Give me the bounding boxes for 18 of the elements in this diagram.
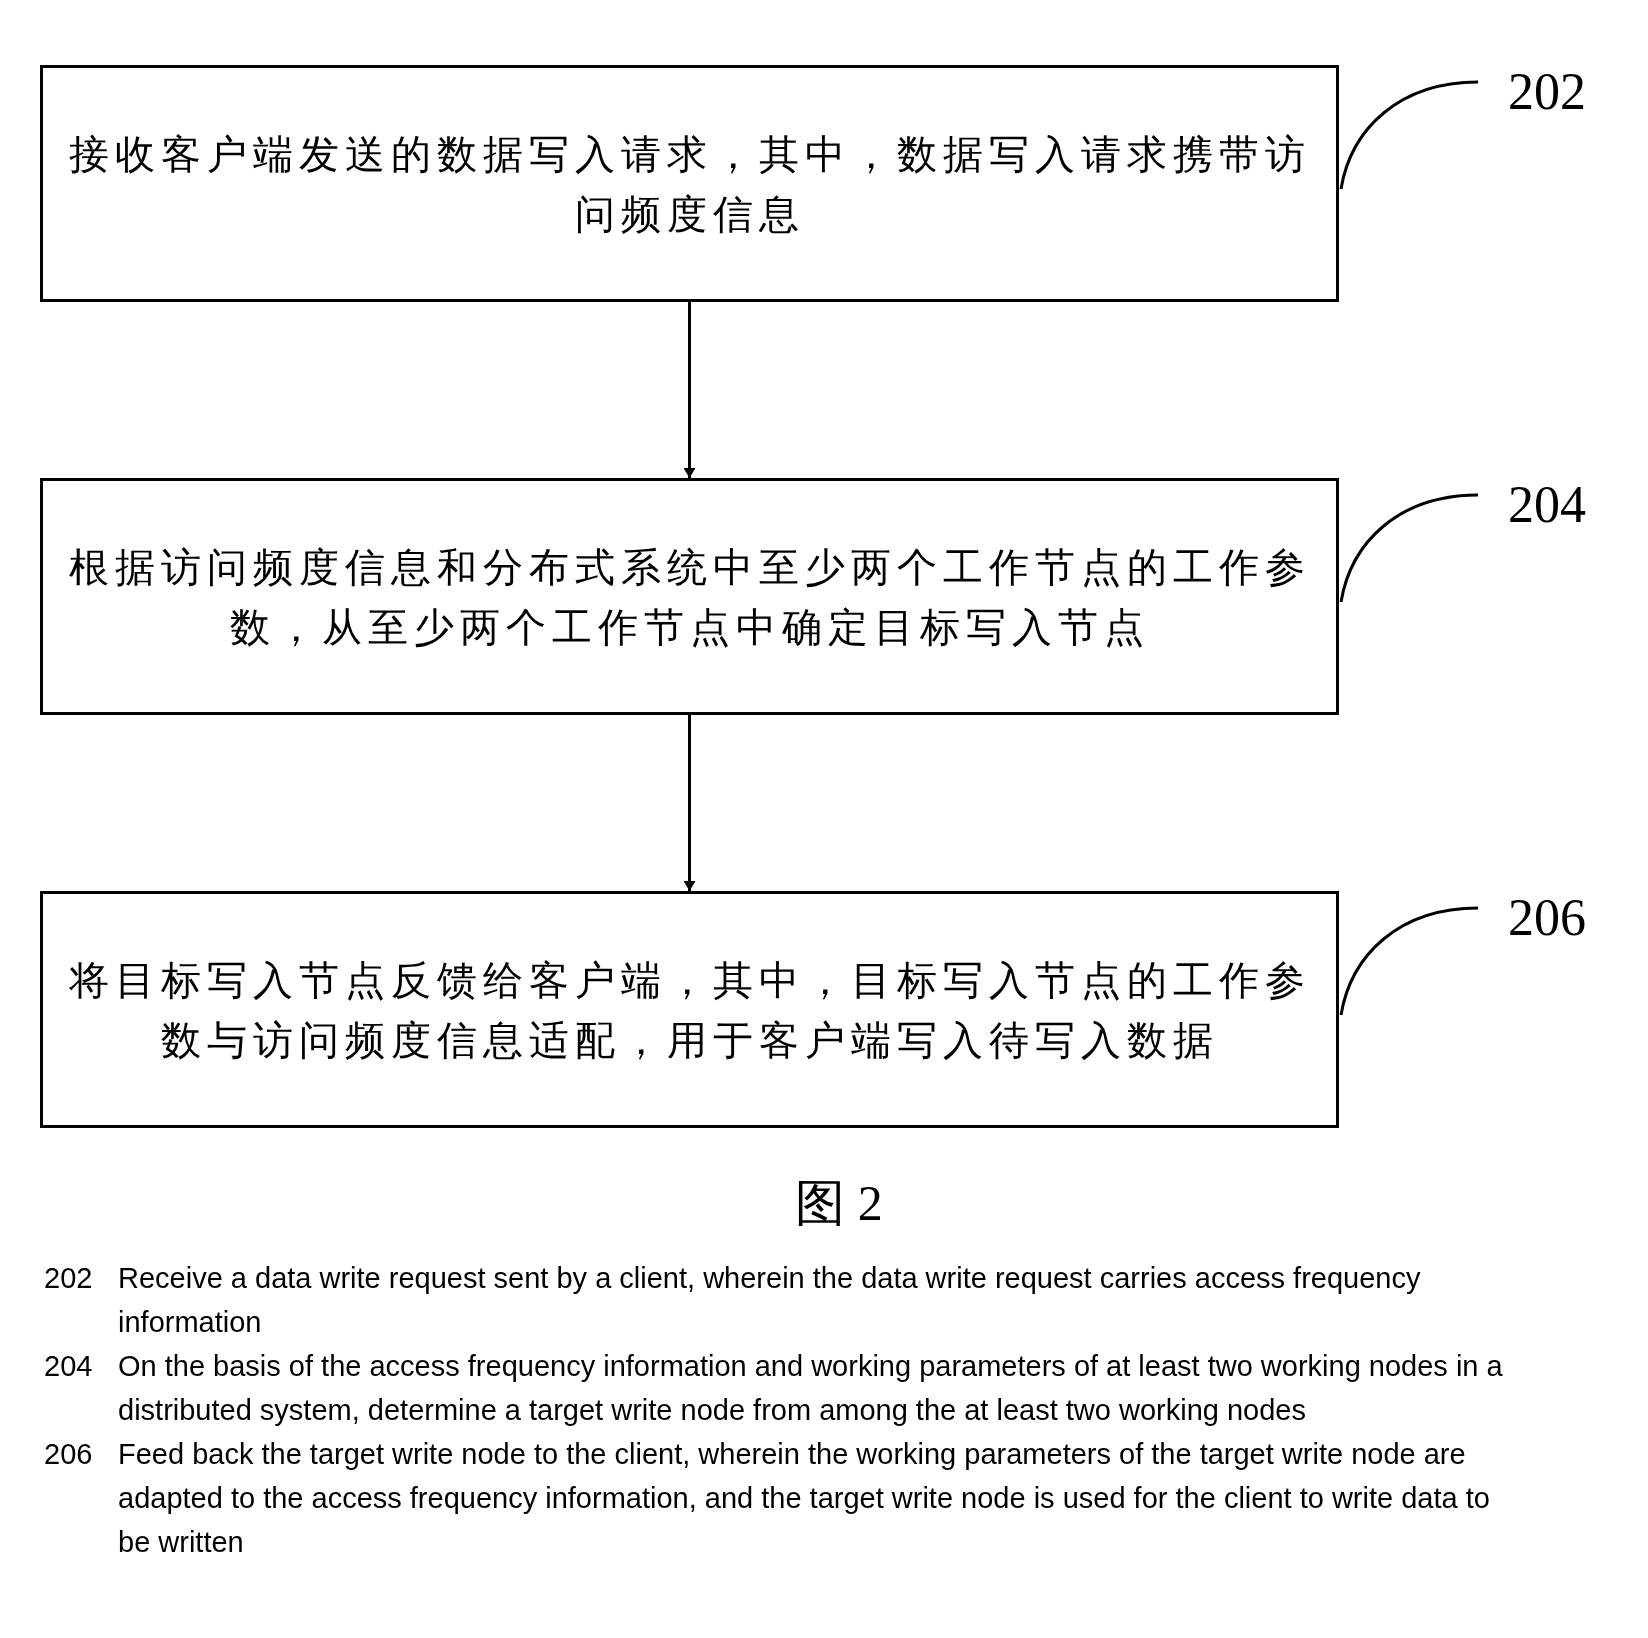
step-description: On the basis of the access frequency information and working parameters of at least two working nodes in a distributed system, determine a target write node from among the at least two working nodes bbox=[118, 1349, 1504, 1428]
arrow bbox=[683, 302, 696, 478]
step-description: Receive a data write request sent by a client, wherein the data write request carries access frequency information bbox=[118, 1261, 1422, 1340]
step-number: 202 bbox=[44, 1261, 93, 1296]
step-number: 202 bbox=[1508, 62, 1600, 128]
process-box: 将目标写入节点反馈给客户端，其中，目标写入节点的工作参数与访问频度信息适配，用于客户端写入待写入数据 bbox=[40, 891, 1339, 1128]
arrow bbox=[683, 715, 696, 891]
leader-line bbox=[1339, 493, 1479, 603]
step-description: Feed back the target write node to the client, wherein the working parameters of the target write node are adapted to the access frequency information, and the target write node is used for the client to write data to be written bbox=[118, 1437, 1491, 1560]
step-number: 206 bbox=[1508, 888, 1600, 954]
step-number: 204 bbox=[1508, 475, 1600, 541]
leader-line bbox=[1339, 906, 1479, 1016]
process-box: 根据访问频度信息和分布式系统中至少两个工作节点的工作参数，从至少两个工作节点中确定目标写入节点 bbox=[40, 478, 1339, 715]
leader-line bbox=[1339, 80, 1479, 190]
step-number: 206 bbox=[44, 1437, 93, 1472]
figure-caption: 图 2 bbox=[794, 1174, 884, 1233]
step-number: 204 bbox=[44, 1349, 93, 1384]
process-box: 接收客户端发送的数据写入请求，其中，数据写入请求携带访问频度信息 bbox=[40, 65, 1339, 302]
